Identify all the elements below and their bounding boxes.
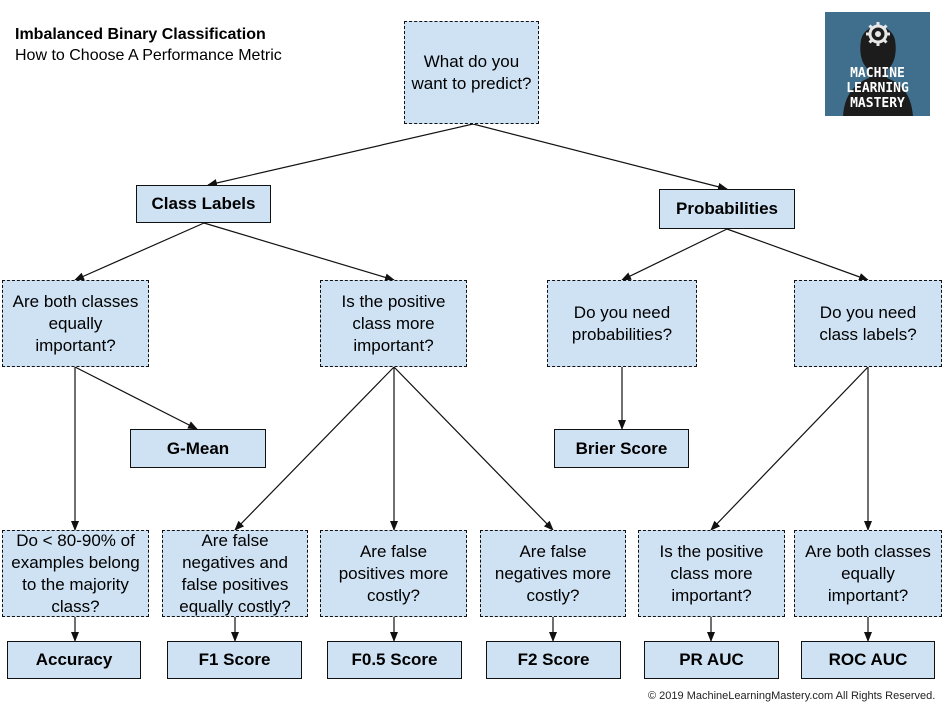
arrow-q_positive_class-to-q_fn_costly — [393, 366, 554, 531]
arrow-root-to-class_labels — [207, 123, 474, 187]
question-both-classes-equally-important: Are both classes equally important? — [2, 280, 149, 367]
question-both-classes-equally-important-2: Are both classes equally important? — [794, 530, 942, 617]
logo-text: MACHINE LEARNING MASTERY — [846, 66, 909, 111]
accuracy-metric: Accuracy — [7, 641, 141, 679]
machine-learning-mastery-logo: MACHINE LEARNING MASTERY — [825, 12, 930, 116]
question-positive-class-more-important: Is the positive class more important? — [320, 280, 467, 367]
class-labels-node: Class Labels — [136, 185, 271, 223]
question-need-class-labels: Do you need class labels? — [794, 280, 942, 367]
f1-score-metric: F1 Score — [167, 641, 302, 679]
f2-score-metric: F2 Score — [486, 641, 621, 679]
question-what-to-predict: What do you want to predict? — [404, 21, 539, 124]
question-false-negatives-more-costly: Are false negatives more costly? — [480, 530, 626, 617]
diagram-subtitle: How to Choose A Performance Metric — [15, 47, 282, 64]
arrow-probabilities-to-q_need_probabilities — [621, 228, 728, 281]
question-majority-class-share: Do < 80-90% of examples belong to the ma… — [2, 530, 149, 617]
question-fn-fp-equally-costly: Are false negatives and false positives … — [162, 530, 308, 617]
question-need-probabilities: Do you need probabilities? — [547, 280, 697, 367]
arrow-class_labels-to-q_positive_class — [203, 222, 395, 282]
arrow-q_both_classes-to-g_mean — [74, 366, 198, 430]
arrow-q_need_class_labels-to-q_positive_class_2 — [710, 366, 869, 531]
arrow-q_positive_class-to-q_fn_fp_equal — [234, 366, 395, 531]
arrow-root-to-probabilities — [472, 123, 728, 191]
f0-5-score-metric: F0.5 Score — [327, 641, 462, 679]
question-false-positives-more-costly: Are false positives more costly? — [320, 530, 467, 617]
probabilities-node: Probabilities — [659, 189, 795, 229]
question-positive-class-more-important-2: Is the positive class more important? — [638, 530, 785, 617]
diagram-title: Imbalanced Binary Classification — [15, 26, 266, 43]
roc-auc-metric: ROC AUC — [801, 641, 935, 679]
gear-head-icon — [843, 22, 913, 116]
copyright-notice: © 2019 MachineLearningMastery.com All Ri… — [648, 690, 936, 702]
arrow-class_labels-to-q_both_classes — [74, 222, 205, 281]
pr-auc-metric: PR AUC — [644, 641, 779, 679]
arrow-probabilities-to-q_need_class_labels — [726, 228, 869, 281]
brier-score-metric: Brier Score — [554, 429, 689, 468]
g-mean-metric: G-Mean — [130, 429, 266, 468]
